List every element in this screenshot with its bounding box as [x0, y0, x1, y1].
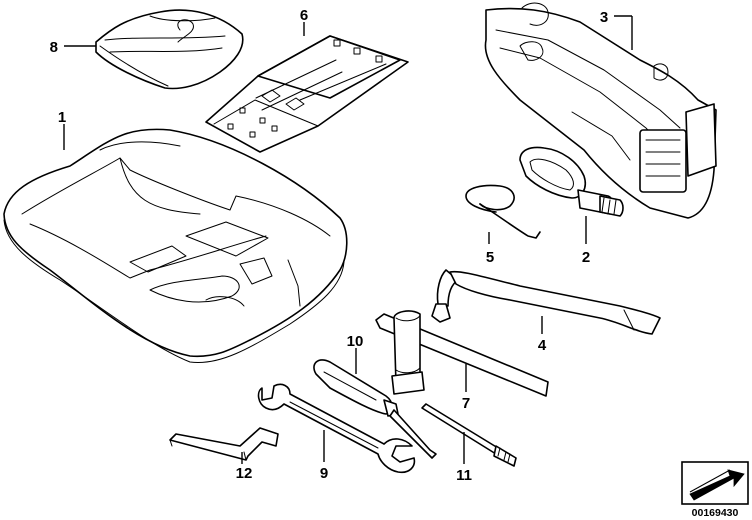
part-12-hex-key — [169, 427, 279, 461]
part-11-hook-wrench — [421, 403, 517, 467]
part-6-mounting-plate — [205, 35, 409, 153]
callout-labels: 8 6 1 3 2 5 4 7 10 11 9 12 — [50, 7, 609, 484]
callout-3: 3 — [600, 9, 608, 26]
callout-11: 11 — [456, 467, 472, 484]
part-8-tool-pouch — [95, 9, 244, 90]
part-1-tool-tray — [3, 128, 348, 364]
part-10-screwdriver — [313, 359, 437, 459]
part-2-towing-eye — [519, 146, 624, 217]
callout-1: 1 — [58, 109, 66, 126]
callout-2: 2 — [582, 249, 590, 266]
part-4-wheel-brace — [431, 269, 661, 335]
document-id-badge: 00169430 — [681, 461, 749, 519]
callout-10: 10 — [347, 333, 364, 350]
callout-12: 12 — [236, 465, 253, 482]
callout-6: 6 — [300, 7, 308, 24]
callout-5: 5 — [486, 249, 494, 266]
callout-8: 8 — [50, 39, 58, 56]
part-5-wire-clip — [465, 184, 541, 239]
callout-7: 7 — [462, 395, 470, 412]
orientation-arrow-icon — [689, 469, 745, 501]
part-3-scissor-jack — [484, 2, 717, 219]
leader-lines — [63, 15, 633, 464]
part-9-spanner — [257, 383, 416, 474]
callout-4: 4 — [538, 337, 547, 354]
part-7-socket-wrench — [375, 310, 549, 397]
callout-9: 9 — [320, 465, 328, 482]
document-id: 00169430 — [692, 507, 739, 519]
